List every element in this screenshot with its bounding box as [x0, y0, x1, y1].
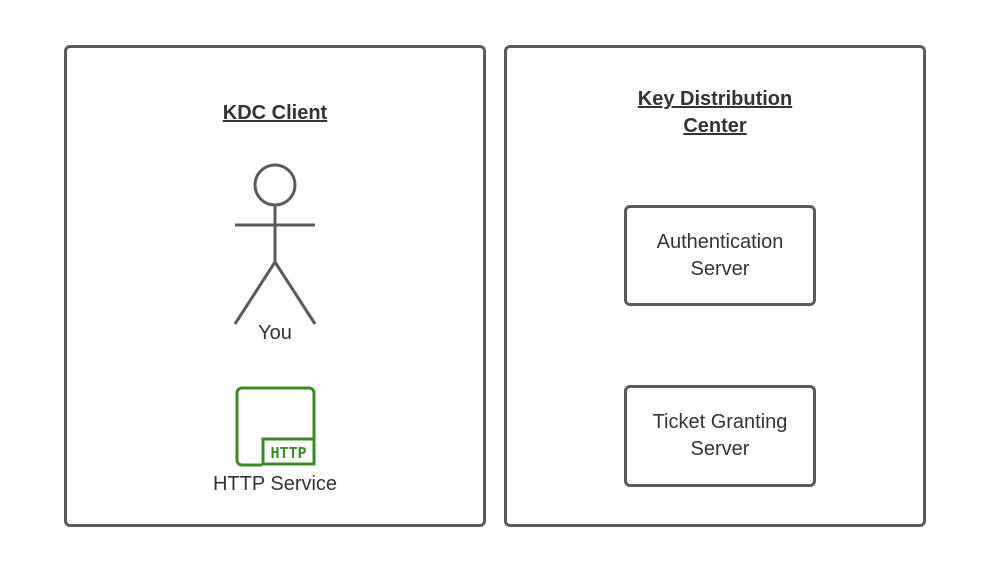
authentication-server-label: Authentication Server: [656, 230, 784, 280]
ticket-granting-server-box: Ticket Granting Server: [624, 385, 816, 487]
http-icon-text: HTTP: [270, 444, 306, 462]
kdc-client-title: KDC Client: [222, 102, 328, 124]
kdc-panel: [504, 45, 926, 527]
user-actor-icon: [233, 163, 317, 325]
http-service-label: HTTP Service: [212, 473, 338, 495]
user-label: You: [258, 322, 292, 344]
http-service-icon: HTTP: [235, 386, 316, 467]
kdc-client-panel: [64, 45, 486, 527]
ticket-granting-server-label: Ticket Granting Server: [652, 411, 788, 460]
authentication-server-box: Authentication Server: [624, 205, 816, 306]
kdc-title: Key Distribution Center: [637, 88, 793, 137]
